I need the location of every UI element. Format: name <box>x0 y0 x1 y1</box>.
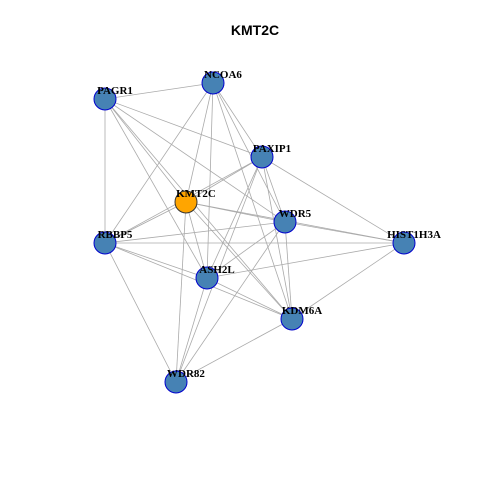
edge-ncoa6-kdm6a <box>212 82 293 320</box>
node-wdr82[interactable]: WDR82 <box>164 368 205 394</box>
node-label: RBBP5 <box>98 229 133 241</box>
edge-paxip1-hist1h3a <box>261 156 405 244</box>
node-label: PAXIP1 <box>253 143 291 155</box>
node-circle[interactable] <box>392 231 416 255</box>
edge-wdr5-wdr82 <box>175 221 286 383</box>
node-wdr5[interactable]: WDR5 <box>273 208 312 234</box>
edge-paxip1-kmt2c <box>185 156 263 203</box>
edge-pagr1-paxip1 <box>104 98 263 158</box>
node-circle[interactable] <box>93 231 117 255</box>
node-label: PAGR1 <box>97 85 133 97</box>
edge-kdm6a-wdr82 <box>175 318 293 383</box>
node-ncoa6[interactable]: NCOA6 <box>201 69 242 95</box>
node-label: KMT2C <box>176 188 216 200</box>
edge-ash2l-wdr82 <box>175 277 208 383</box>
node-ash2l[interactable]: ASH2L <box>195 264 235 290</box>
diagram-title: KMT2C <box>231 22 279 38</box>
node-circle[interactable] <box>195 266 219 290</box>
edge-pagr1-kdm6a <box>104 98 293 320</box>
node-label: ASH2L <box>199 264 234 276</box>
edge-ncoa6-pagr1 <box>104 82 214 100</box>
node-label: HIST1H3A <box>387 229 441 241</box>
edge-kmt2c-rbbp5 <box>104 201 187 244</box>
edge-ash2l-kdm6a <box>206 277 293 320</box>
node-kmt2c[interactable]: KMT2C <box>174 188 216 214</box>
node-circle[interactable] <box>164 370 188 394</box>
edge-kmt2c-ash2l <box>185 201 208 279</box>
edge-kmt2c-kdm6a <box>185 201 293 320</box>
edge-ncoa6-paxip1 <box>212 82 263 158</box>
edge-paxip1-ash2l <box>206 156 263 279</box>
edge-ncoa6-kmt2c <box>185 82 214 203</box>
node-rbbp5[interactable]: RBBP5 <box>93 229 133 255</box>
node-label: WDR5 <box>279 208 312 220</box>
edge-pagr1-ash2l <box>104 98 208 279</box>
edge-wdr5-ash2l <box>206 221 286 279</box>
edge-wdr5-kdm6a <box>284 221 293 320</box>
edge-wdr5-rbbp5 <box>104 221 286 244</box>
node-circle[interactable] <box>280 307 304 331</box>
edge-pagr1-kmt2c <box>104 98 187 203</box>
node-label: WDR82 <box>167 368 205 380</box>
edge-pagr1-wdr5 <box>104 98 286 223</box>
node-label: KDM6A <box>282 305 322 317</box>
edge-ncoa6-ash2l <box>206 82 214 279</box>
edge-wdr5-hist1h3a <box>284 221 405 244</box>
node-circle[interactable] <box>201 71 225 95</box>
node-circle[interactable] <box>273 210 297 234</box>
node-circle[interactable] <box>93 87 117 111</box>
edge-hist1h3a-ash2l <box>206 242 405 279</box>
edge-paxip1-kdm6a <box>261 156 293 320</box>
edge-rbbp5-ash2l <box>104 242 208 279</box>
node-circle[interactable] <box>174 190 198 214</box>
edge-kmt2c-wdr82 <box>175 201 187 383</box>
edge-rbbp5-wdr82 <box>104 242 177 383</box>
node-hist1h3a[interactable]: HIST1H3A <box>387 229 441 255</box>
edge-hist1h3a-kdm6a <box>291 242 405 320</box>
node-kdm6a[interactable]: KDM6A <box>280 305 322 331</box>
node-paxip1[interactable]: PAXIP1 <box>250 143 291 169</box>
edge-layer <box>104 82 405 383</box>
node-pagr1[interactable]: PAGR1 <box>93 85 133 111</box>
node-label: NCOA6 <box>204 69 242 81</box>
node-circle[interactable] <box>250 145 274 169</box>
